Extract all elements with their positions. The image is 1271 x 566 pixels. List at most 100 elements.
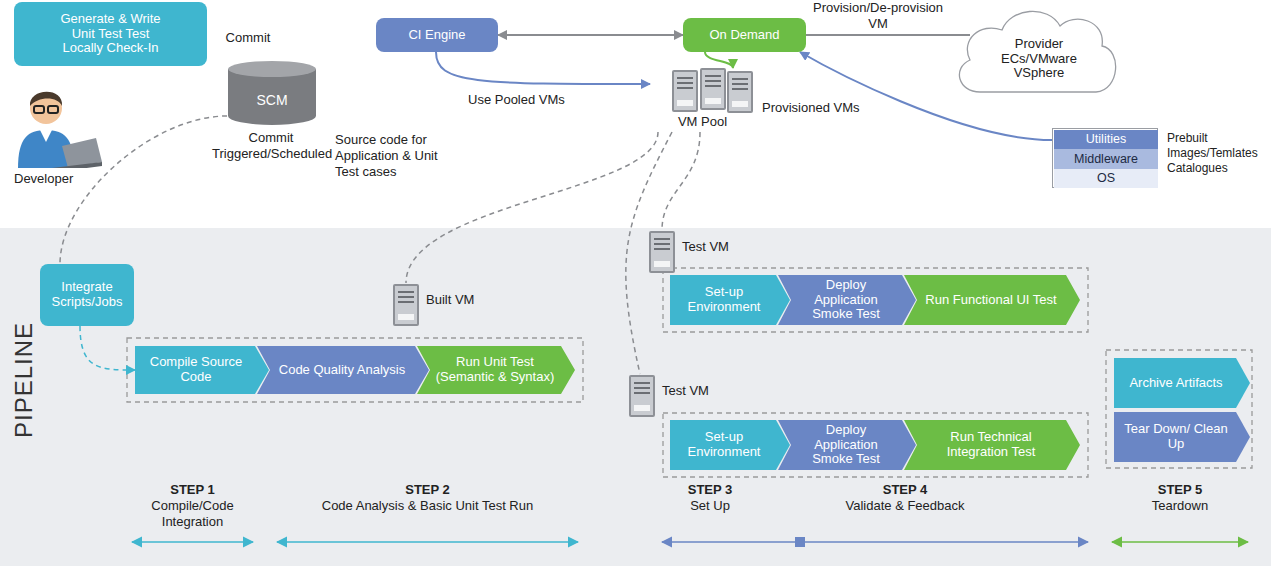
server-slot bbox=[705, 80, 721, 82]
node-text: Developer bbox=[14, 172, 73, 187]
annotation-label: Set Up bbox=[640, 498, 780, 514]
server-slot bbox=[654, 238, 670, 240]
step-span-arrow bbox=[132, 541, 253, 543]
cloud-text-area: Provider ECs/VMware VSphere bbox=[978, 28, 1100, 90]
cylinder-body bbox=[228, 69, 316, 125]
node-text: On Demand bbox=[709, 28, 779, 43]
node-text: PIPELINE bbox=[10, 322, 38, 438]
server-panel bbox=[705, 98, 721, 104]
server-icon bbox=[700, 68, 726, 110]
dashed-connector bbox=[662, 132, 700, 230]
developer-head bbox=[30, 92, 62, 124]
server-slot bbox=[677, 82, 693, 84]
server-panel bbox=[398, 314, 414, 320]
node-text: Test VM bbox=[662, 384, 709, 399]
annotation-label: Teardown bbox=[1110, 498, 1250, 514]
server-body bbox=[700, 68, 726, 110]
node-text: Code Quality Analysis bbox=[279, 363, 405, 378]
connector-label: Commit Triggered/Scheduled bbox=[212, 130, 330, 162]
step-number: STEP 4 bbox=[800, 482, 1010, 498]
server-body bbox=[649, 231, 675, 273]
developer-hair bbox=[30, 92, 62, 106]
developer-collar bbox=[40, 130, 52, 142]
server-face bbox=[702, 70, 724, 108]
server-slot bbox=[398, 301, 414, 303]
node-text: Prebuilt Images/Temlates Catalogues bbox=[1167, 131, 1267, 176]
stage-chevron: Run Technical Integration Test bbox=[904, 420, 1080, 470]
server-slot bbox=[398, 296, 414, 298]
stage-chevron: Tear Down/ Clean Up bbox=[1114, 412, 1250, 462]
node-text: CI Engine bbox=[408, 28, 465, 43]
stage-group-outline bbox=[663, 268, 1088, 332]
stage-chevron: Deploy Application Smoke Test bbox=[778, 420, 916, 470]
server-slot bbox=[677, 77, 693, 79]
server-slot bbox=[634, 387, 650, 389]
server-panel bbox=[634, 405, 650, 411]
server-icon bbox=[672, 70, 698, 112]
server-panel bbox=[654, 261, 670, 267]
repository-cylinder: SCM bbox=[227, 60, 317, 126]
connector bbox=[498, 34, 683, 36]
server-slot bbox=[398, 291, 414, 293]
server-slot bbox=[732, 88, 748, 90]
stage-group-outline bbox=[1106, 350, 1252, 468]
node-text: Run Technical Integration Test bbox=[922, 430, 1060, 460]
developer-figure: Developer bbox=[12, 76, 104, 192]
cloud-outline bbox=[959, 11, 1115, 92]
catalogue-layer: Middleware bbox=[1054, 149, 1158, 169]
stage-chevron: Archive Artifacts bbox=[1114, 358, 1250, 408]
shape-outline bbox=[650, 68, 755, 114]
node-text: Deploy Application Smoke Test bbox=[796, 278, 896, 323]
stage-chevron: Set-up Environment bbox=[670, 275, 790, 325]
cylinder-top bbox=[228, 61, 316, 77]
connector bbox=[436, 52, 650, 84]
step-number: STEP 5 bbox=[1110, 482, 1250, 498]
server-slot bbox=[654, 243, 670, 245]
shape-outline bbox=[392, 283, 422, 327]
stage-chevron: Code Quality Analysis bbox=[257, 346, 429, 394]
stage-chevron: Set-up Environment bbox=[670, 420, 790, 470]
node-text: Integrate Scripts/Jobs bbox=[48, 280, 126, 310]
annotation-label: Compile/Code Integration bbox=[130, 498, 255, 530]
node-text: Archive Artifacts bbox=[1129, 376, 1222, 391]
step-number: STEP 2 bbox=[275, 482, 580, 498]
vm-server: Test VM bbox=[628, 374, 723, 420]
server-slot bbox=[634, 382, 650, 384]
annotation-label: Code Analysis & Basic Unit Test Run bbox=[320, 498, 535, 514]
server-face bbox=[674, 72, 696, 110]
step-number: STEP 3 bbox=[640, 482, 780, 498]
developer-glasses bbox=[48, 106, 58, 113]
node-text: SCM bbox=[256, 92, 287, 108]
step-number: STEP 1 bbox=[130, 482, 255, 498]
connector bbox=[705, 52, 733, 68]
connector bbox=[806, 34, 970, 36]
server-icon bbox=[649, 231, 675, 273]
image-catalogue: Prebuilt Images/Temlates CataloguesUtili… bbox=[1052, 128, 1158, 188]
shape-outline bbox=[12, 76, 104, 168]
server-slot bbox=[732, 83, 748, 85]
shape-outline bbox=[648, 230, 678, 274]
annotation-label: Provisioned VMs bbox=[762, 100, 874, 116]
server-body bbox=[672, 70, 698, 112]
stage-chevron: Run Unit Test (Semantic & Syntax) bbox=[417, 346, 575, 394]
dashed-connector bbox=[406, 132, 658, 283]
server-face bbox=[631, 377, 653, 415]
annotation-label: Use Pooled VMs bbox=[468, 92, 580, 108]
server-icon bbox=[393, 284, 419, 326]
step-span-arrow bbox=[277, 541, 578, 543]
stage-chevron: Deploy Application Smoke Test bbox=[778, 275, 916, 325]
vm-server: Built VM bbox=[392, 283, 487, 331]
server-slot bbox=[654, 248, 670, 250]
server-panel bbox=[677, 100, 693, 106]
node-text: VM Pool bbox=[650, 115, 755, 130]
server-face bbox=[729, 73, 751, 111]
dashed-connector bbox=[626, 132, 672, 374]
laptop-base bbox=[52, 162, 102, 168]
node-text: Deploy Application Smoke Test bbox=[796, 423, 896, 468]
server-icon bbox=[727, 71, 753, 113]
step-divider-square bbox=[795, 537, 805, 547]
stage-chevron: Compile Source Code bbox=[135, 346, 269, 394]
server-slot bbox=[705, 85, 721, 87]
